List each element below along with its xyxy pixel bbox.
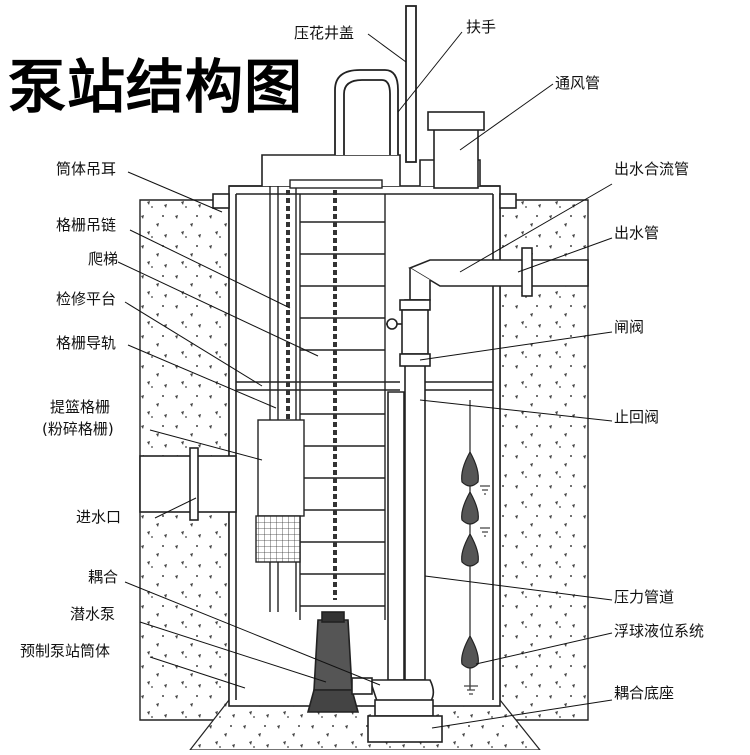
inlet-pipe (139, 447, 237, 521)
service-platform (236, 381, 493, 391)
leader-lines (117, 31, 613, 729)
label-ladder: 爬梯 (88, 250, 119, 268)
basket-grille (255, 419, 305, 563)
ladder (289, 179, 386, 620)
coupling-base (367, 699, 443, 743)
label-manhole-cover: 压花井盖 (294, 24, 355, 42)
label-coupling-base: 耦合底座 (614, 684, 675, 702)
label-pressure-pipe: 压力管道 (614, 588, 675, 606)
page-title: 泵站结构图 (8, 53, 304, 121)
vent-pipe (427, 111, 485, 189)
submersible-pump (306, 611, 373, 713)
pressure-pipe (368, 299, 435, 711)
label-lifting-ear: 筒体吊耳 (56, 160, 117, 178)
label-gate-valve: 闸阀 (614, 318, 645, 336)
label-grille-chain: 格栅吊链 (56, 216, 117, 234)
label-coupling: 耦合 (88, 568, 119, 586)
label-outlet-pipe: 出水管 (614, 224, 660, 242)
label-handrail: 扶手 (466, 18, 497, 36)
label-check-valve: 止回阀 (614, 408, 660, 426)
label-inlet: 进水口 (76, 508, 122, 526)
label-float-system: 浮球液位系统 (614, 622, 705, 640)
manhole-cover (334, 5, 417, 163)
label-outlet-manifold: 出水合流管 (614, 160, 690, 178)
chains (286, 190, 337, 600)
float-system (461, 400, 490, 695)
label-pump: 潜水泵 (70, 605, 116, 623)
label-basket-grille-alt: (粉碎格栅) (42, 420, 114, 438)
label-platform: 检修平台 (56, 290, 117, 308)
label-basket-grille: 提篮格栅 (50, 398, 111, 416)
label-grille-rail: 格栅导轨 (56, 334, 117, 352)
label-vent-pipe: 通风管 (555, 74, 601, 92)
gate-valve (386, 299, 431, 367)
label-shell: 预制泵站筒体 (20, 642, 111, 660)
